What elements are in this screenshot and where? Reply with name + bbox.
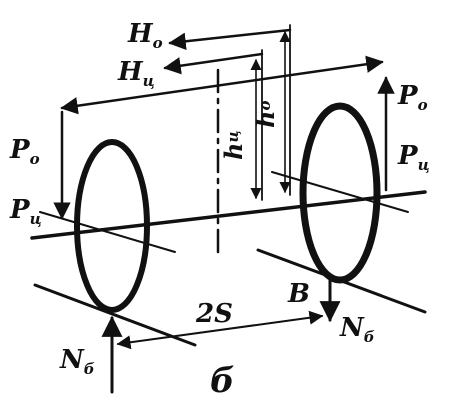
wheel-left — [74, 139, 150, 313]
label-n-b-right: Nб — [339, 313, 375, 346]
label-h-ts-height: hц — [219, 130, 248, 160]
dimension-line-2s — [116, 310, 324, 350]
label-dimension-2s: 2S — [195, 299, 233, 329]
label-h-ts: Hц — [117, 57, 155, 90]
label-p-ts-right: Pц — [397, 141, 430, 174]
track-width-line — [60, 55, 384, 115]
label-p-o-right: Pо — [397, 81, 428, 114]
force-arrow-h-ts — [163, 52, 264, 75]
label-p-o-left: Pо — [9, 135, 40, 168]
axle-line — [30, 190, 427, 240]
label-h-o-height: hо — [251, 101, 280, 128]
label-n-b-left: Nб — [59, 345, 95, 378]
axle-hatch-left — [39, 211, 176, 253]
figure-label: б — [210, 361, 235, 401]
label-point-b: B — [287, 279, 310, 309]
force-arrow-h-o — [168, 28, 292, 51]
label-p-ts-left: Pц — [9, 195, 42, 228]
axle-hatch-right — [271, 171, 409, 213]
label-h-o: Hо — [127, 19, 163, 52]
